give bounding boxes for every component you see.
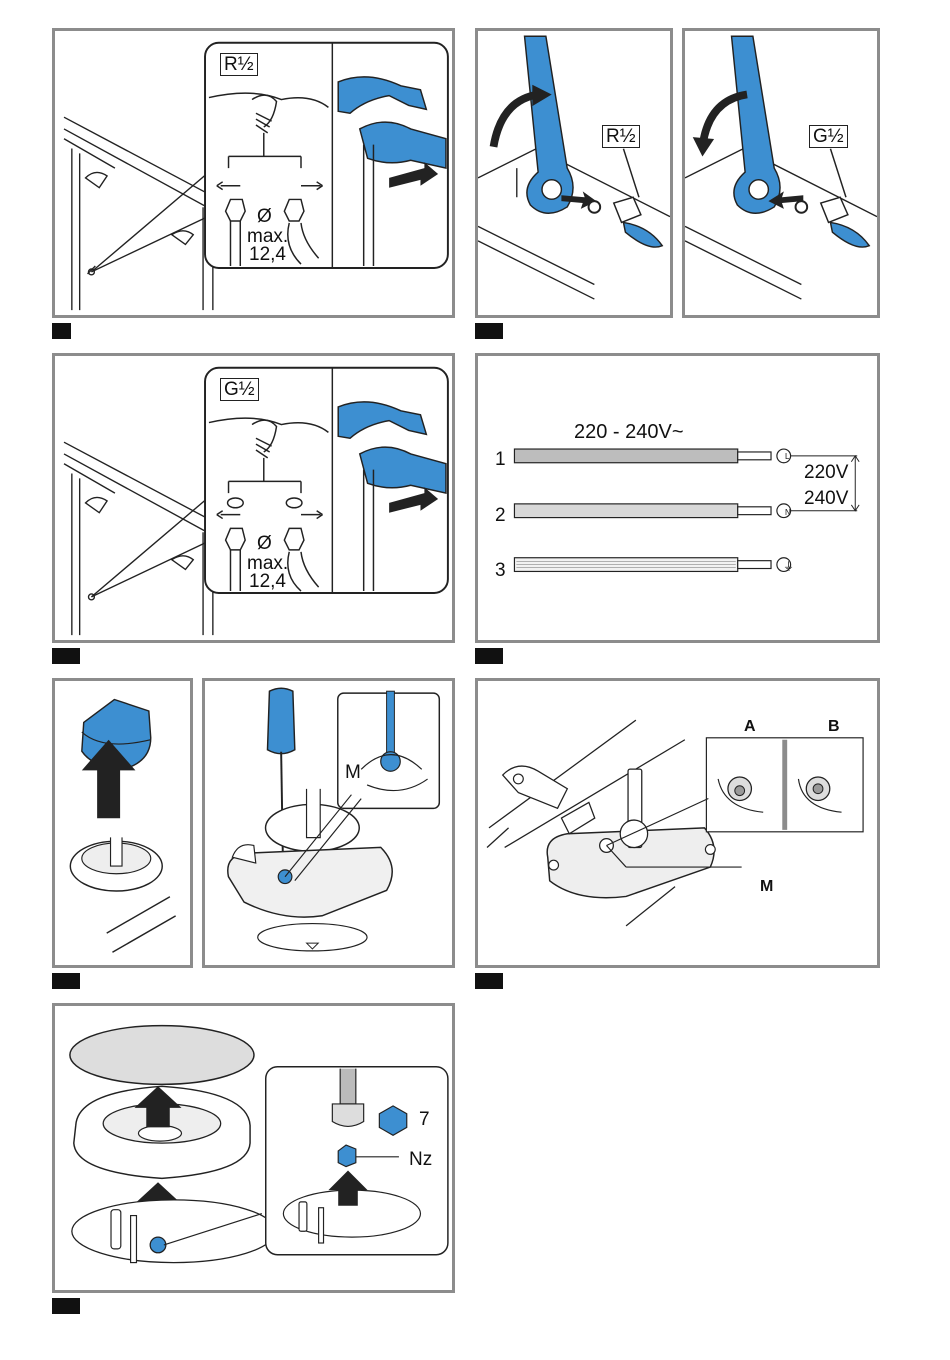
adjust-screw-drawing [205, 681, 452, 965]
screw-label: M [345, 763, 361, 782]
figure-wrench-left: R½ [475, 28, 673, 318]
wire-2-number: 2 [495, 506, 506, 525]
max-value: 12,4 [249, 245, 286, 264]
figure-number-tab [475, 973, 503, 989]
figure-number-tab [52, 973, 80, 989]
terminal-earth-label: ⏚ [783, 562, 794, 573]
figure-number-tab [475, 648, 503, 664]
figure-g-half-connection: G½ Ø max. 12,4 [52, 353, 455, 643]
figure-adjust-screw: M [202, 678, 455, 968]
voltage-240-label: 240V [804, 489, 848, 508]
figure-number-tab [52, 1298, 80, 1314]
voltage-label: 220 - 240V~ [574, 422, 684, 442]
figure-r-half-connection: R½ Ø max. 12,4 [52, 28, 455, 318]
terminal-l-label: L [785, 453, 789, 461]
figure-remove-knob [52, 678, 193, 968]
wire-3-number: 3 [495, 561, 506, 580]
max-value: 12,4 [249, 572, 286, 591]
wrench-left-drawing [478, 31, 670, 315]
figure-electrical-wiring: 220 - 240V~ 1 2 3 L N ⏚ 220V 240V [475, 353, 880, 643]
figure-wrench-right: G½ [682, 28, 880, 318]
figure-replace-nozzle: 7 Nz [52, 1003, 455, 1293]
figure-bypass-screw-positions: A B M [475, 678, 880, 968]
left-thread-label: R½ [602, 125, 640, 148]
replace-nozzle-drawing [55, 1006, 452, 1290]
terminal-n-label: N [785, 509, 791, 517]
position-a-label: A [744, 719, 756, 735]
wrench-right-drawing [685, 31, 877, 315]
figure-number-tab [475, 323, 503, 339]
right-thread-label: G½ [809, 125, 848, 148]
wire-1-number: 1 [495, 450, 506, 469]
spanner-size-label: 7 [419, 1110, 430, 1129]
diameter-symbol: Ø [257, 207, 272, 226]
nozzle-label: Nz [409, 1150, 432, 1169]
thread-label: R½ [220, 53, 258, 76]
thread-label: G½ [220, 378, 259, 401]
remove-knob-drawing [55, 681, 190, 965]
voltage-220-label: 220V [804, 463, 848, 482]
bypass-screw-drawing [478, 681, 877, 965]
figure-number-tab [52, 323, 71, 339]
screw-m-label: M [760, 879, 773, 895]
diameter-symbol: Ø [257, 534, 272, 553]
figure-number-tab [52, 648, 80, 664]
position-b-label: B [828, 719, 840, 735]
